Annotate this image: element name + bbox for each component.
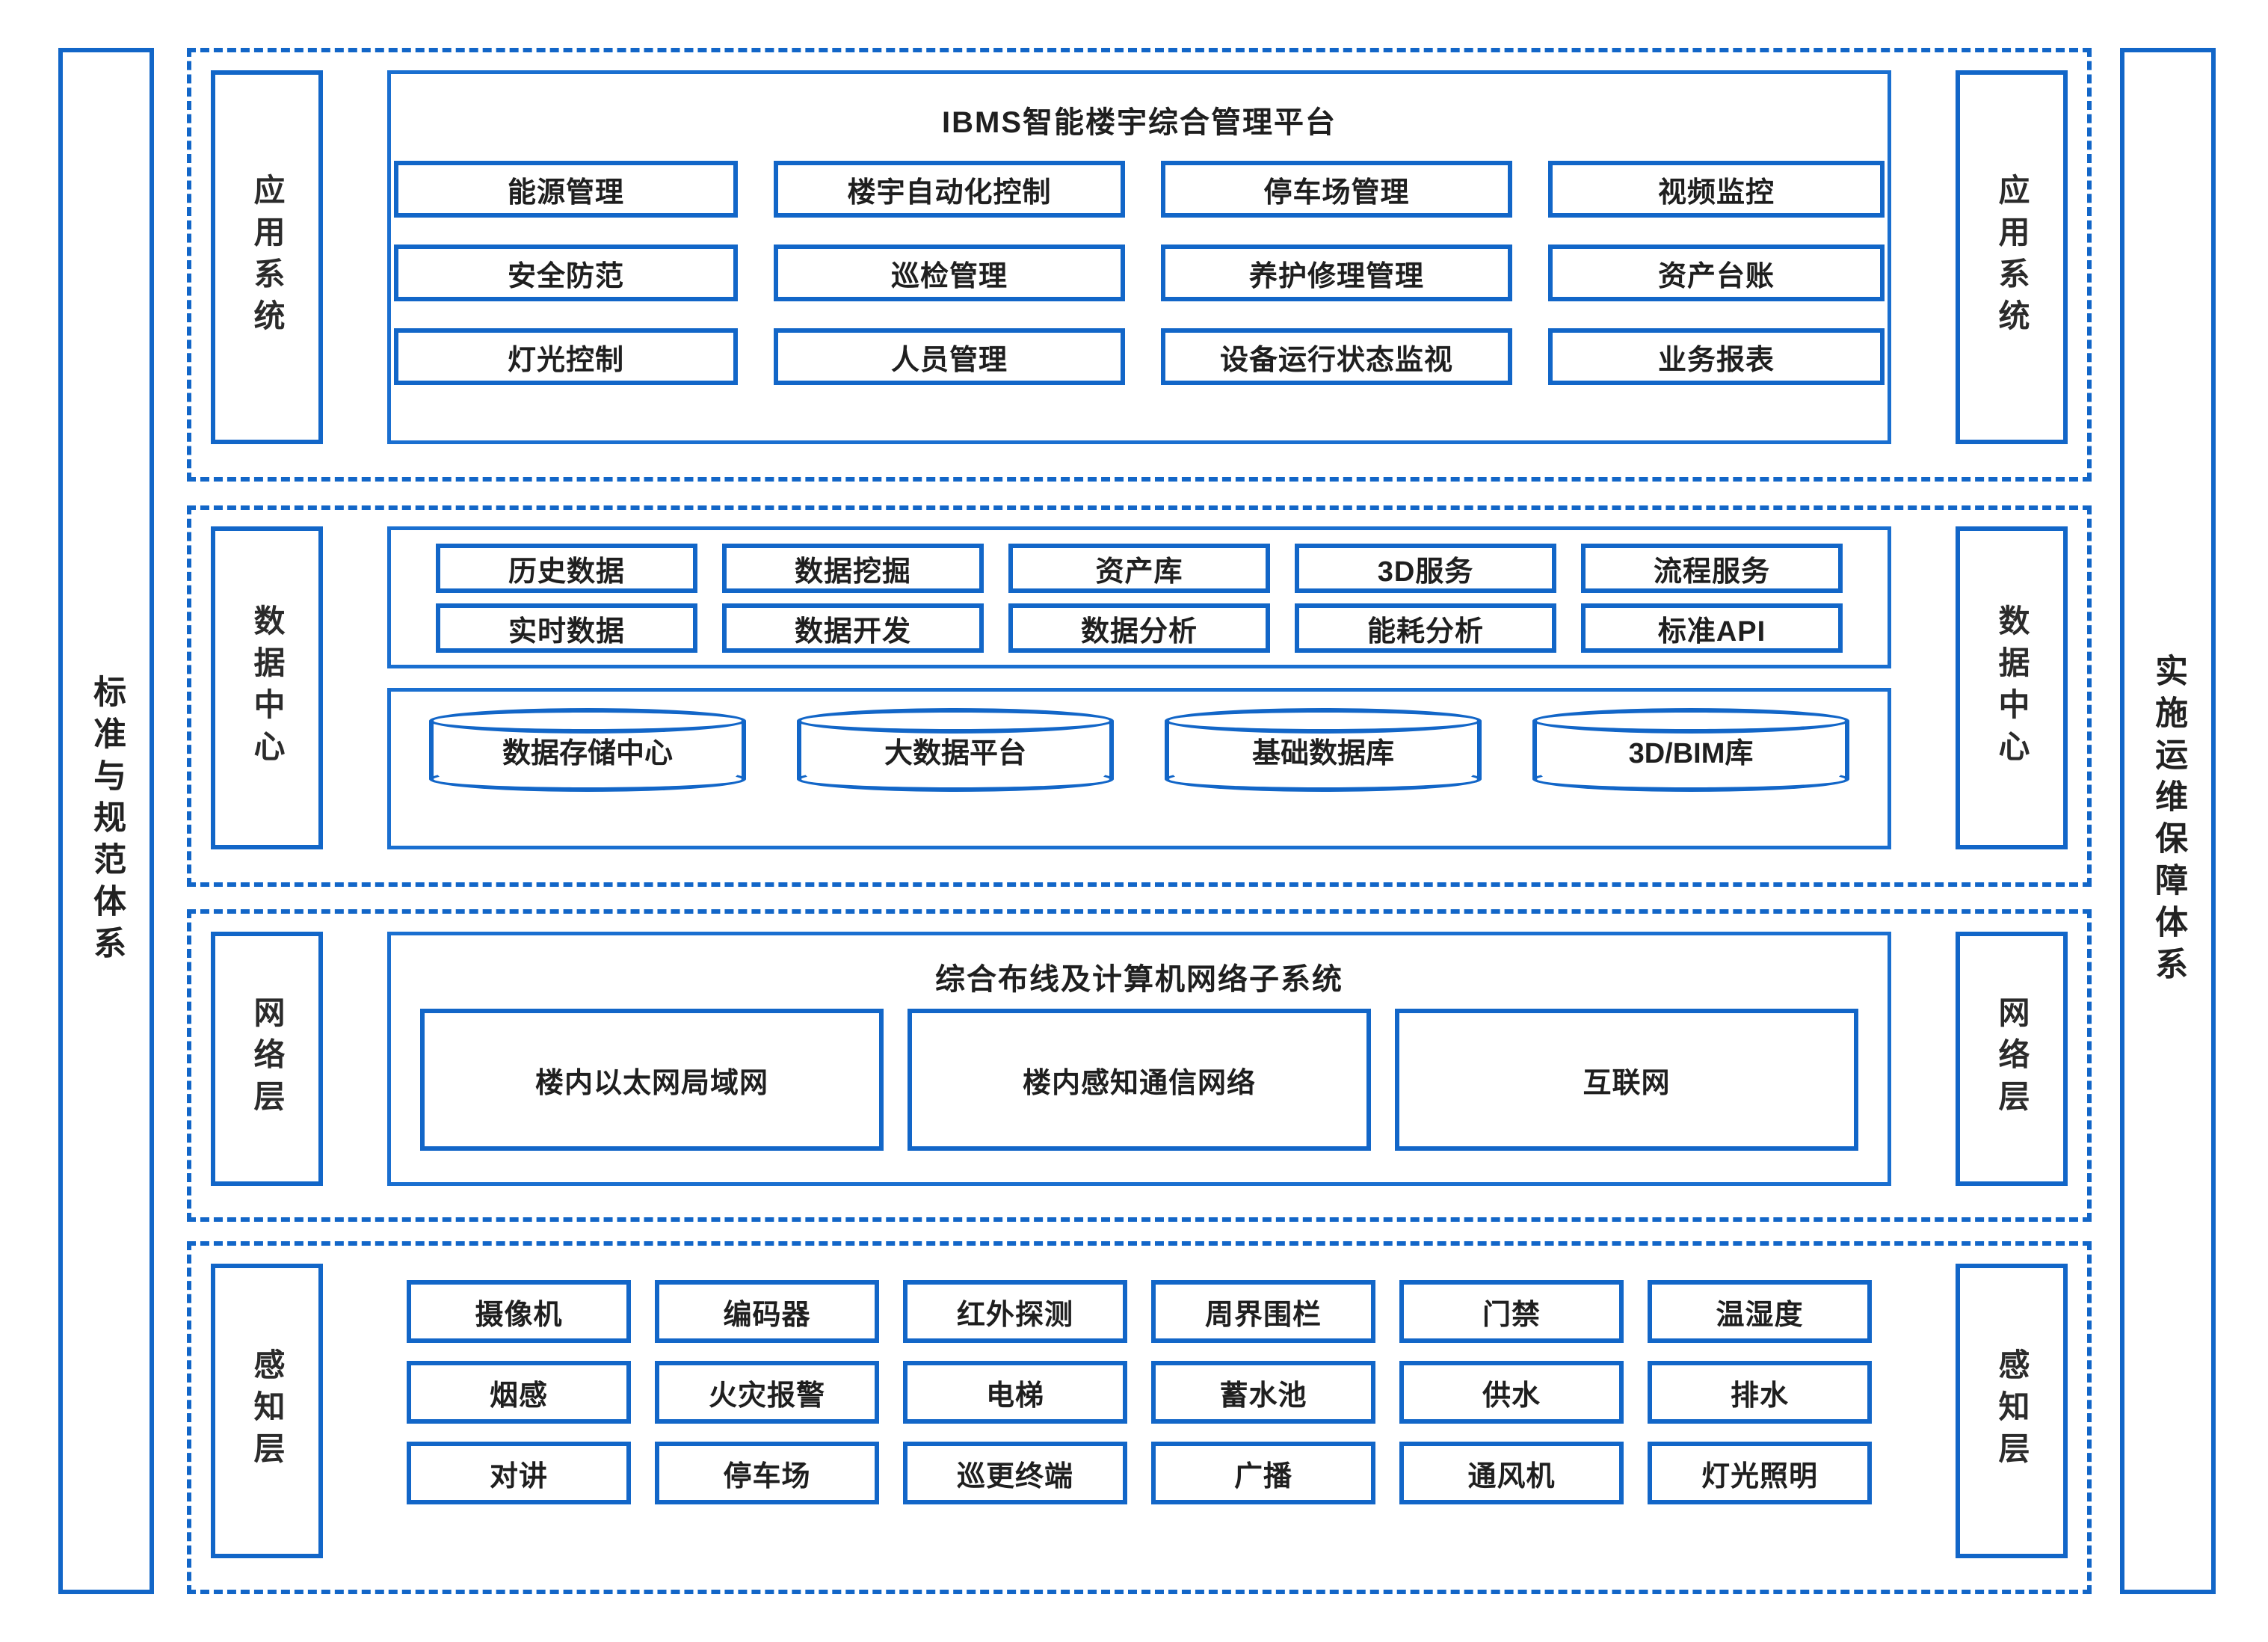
network-subsystem-title: 综合布线及计算机网络子系统 xyxy=(935,963,1343,996)
app-module-security-protection[interactable]: 安全防范 xyxy=(394,245,738,301)
perception-device-access-control[interactable]: 门禁 xyxy=(1399,1280,1624,1343)
layer-tag-perception-left: 感知层 xyxy=(211,1264,323,1558)
data-service-data-mining[interactable]: 数据挖掘 xyxy=(722,544,984,593)
layer-tag-application-left-label: 应用系统 xyxy=(250,173,286,341)
panel-data-services: 历史数据 数据挖掘 资产库 3D服务 流程服务 实时数据 数据开发 数据分析 能… xyxy=(387,526,1891,668)
panel-ibms-platform: IBMS智能楼宇综合管理平台 能源管理 楼宇自动化控制 停车场管理 视频监控 安… xyxy=(387,70,1891,444)
perception-device-encoder[interactable]: 编码器 xyxy=(655,1280,879,1343)
perception-device-drainage[interactable]: 排水 xyxy=(1648,1361,1872,1424)
app-module-maintenance-repair[interactable]: 养护修理管理 xyxy=(1161,245,1512,301)
layer-tag-application-right-label: 应用系统 xyxy=(1994,173,2030,341)
layer-application: 应用系统 应用系统 IBMS智能楼宇综合管理平台 能源管理 楼宇自动化控制 停车… xyxy=(187,48,2092,482)
database-data-storage-center[interactable]: 数据存储中心 xyxy=(429,708,746,792)
pillar-operations-right: 实施运维保障体系 xyxy=(2120,48,2216,1594)
layer-tag-perception-left-label: 感知层 xyxy=(250,1348,286,1474)
network-item-internet[interactable]: 互联网 xyxy=(1395,1009,1858,1151)
perception-device-temperature-humidity[interactable]: 温湿度 xyxy=(1648,1280,1872,1343)
cylinder-bottom-ellipse xyxy=(429,766,746,792)
app-module-asset-ledger[interactable]: 资产台账 xyxy=(1548,245,1885,301)
database-label: 基础数据库 xyxy=(1251,737,1394,769)
data-service-historical-data[interactable]: 历史数据 xyxy=(436,544,697,593)
cylinder-bottom-ellipse xyxy=(797,766,1114,792)
pillar-standards-label: 标准与规范体系 xyxy=(88,674,126,968)
perception-device-elevator[interactable]: 电梯 xyxy=(903,1361,1127,1424)
layer-tag-perception-right-label: 感知层 xyxy=(1994,1348,2030,1474)
app-module-personnel-management[interactable]: 人员管理 xyxy=(774,328,1125,385)
layer-data-center: 数据中心 数据中心 历史数据 数据挖掘 资产库 3D服务 流程服务 实时数据 数… xyxy=(187,505,2092,887)
layer-tag-data-center-left: 数据中心 xyxy=(211,526,323,849)
panel-data-repositories: 数据存储中心 大数据平台 基础数据库 xyxy=(387,688,1891,849)
database-label: 3D/BIM库 xyxy=(1628,737,1754,769)
app-module-video-surveillance[interactable]: 视频监控 xyxy=(1548,161,1885,218)
perception-device-fire-alarm[interactable]: 火灾报警 xyxy=(655,1361,879,1424)
database-3d-bim-library[interactable]: 3D/BIM库 xyxy=(1532,708,1849,792)
layer-tag-data-center-right-label: 数据中心 xyxy=(1994,604,2030,772)
panel-perception-devices: 摄像机 编码器 红外探测 周界围栏 门禁 温湿度 烟感 火灾报警 电梯 蓄水池 … xyxy=(387,1264,1891,1558)
database-big-data-platform[interactable]: 大数据平台 xyxy=(797,708,1114,792)
perception-device-perimeter-fence[interactable]: 周界围栏 xyxy=(1151,1280,1375,1343)
layer-tag-network-right: 网络层 xyxy=(1956,932,2068,1186)
data-service-process-service[interactable]: 流程服务 xyxy=(1581,544,1843,593)
data-service-data-development[interactable]: 数据开发 xyxy=(722,603,984,653)
data-service-standard-api[interactable]: 标准API xyxy=(1581,603,1843,653)
app-module-business-reports[interactable]: 业务报表 xyxy=(1548,328,1885,385)
perception-device-infrared-detection[interactable]: 红外探测 xyxy=(903,1280,1127,1343)
panel-network-subsystem: 综合布线及计算机网络子系统 楼内以太网局域网 楼内感知通信网络 互联网 xyxy=(387,932,1891,1186)
perception-device-lighting[interactable]: 灯光照明 xyxy=(1648,1442,1872,1504)
ibms-platform-title: IBMS智能楼宇综合管理平台 xyxy=(942,106,1337,139)
layer-tag-data-center-right: 数据中心 xyxy=(1956,526,2068,849)
database-basic-database[interactable]: 基础数据库 xyxy=(1165,708,1482,792)
cylinder-top-ellipse xyxy=(797,708,1114,734)
perception-device-intercom[interactable]: 对讲 xyxy=(407,1442,631,1504)
layer-tag-network-right-label: 网络层 xyxy=(1994,996,2030,1122)
layer-tag-data-center-left-label: 数据中心 xyxy=(250,604,286,772)
database-cylinder-row: 数据存储中心 大数据平台 基础数据库 xyxy=(391,692,1888,805)
app-module-lighting-control[interactable]: 灯光控制 xyxy=(394,328,738,385)
data-service-data-analysis[interactable]: 数据分析 xyxy=(1008,603,1270,653)
application-modules-grid: 能源管理 楼宇自动化控制 停车场管理 视频监控 安全防范 巡检管理 养护修理管理… xyxy=(391,141,1888,385)
perception-device-parking-lot[interactable]: 停车场 xyxy=(655,1442,879,1504)
cylinder-top-ellipse xyxy=(1165,708,1482,734)
layer-tag-network-left: 网络层 xyxy=(211,932,323,1186)
pillar-operations-label: 实施运维保障体系 xyxy=(2150,654,2187,988)
cylinder-top-ellipse xyxy=(1532,708,1849,734)
app-module-inspection-management[interactable]: 巡检管理 xyxy=(774,245,1125,301)
layer-tag-network-left-label: 网络层 xyxy=(250,996,286,1122)
app-module-parking-management[interactable]: 停车场管理 xyxy=(1161,161,1512,218)
layer-tag-application-left: 应用系统 xyxy=(211,70,323,444)
layer-tag-perception-right: 感知层 xyxy=(1956,1264,2068,1558)
network-item-building-ethernet-lan[interactable]: 楼内以太网局域网 xyxy=(420,1009,884,1151)
database-label: 数据存储中心 xyxy=(502,737,673,769)
app-module-equipment-status-monitoring[interactable]: 设备运行状态监视 xyxy=(1161,328,1512,385)
perception-device-patrol-terminal[interactable]: 巡更终端 xyxy=(903,1442,1127,1504)
layer-perception: 感知层 感知层 摄像机 编码器 红外探测 周界围栏 门禁 温湿度 烟感 火灾报警… xyxy=(187,1241,2092,1594)
data-service-asset-repository[interactable]: 资产库 xyxy=(1008,544,1270,593)
pillar-standards-left: 标准与规范体系 xyxy=(58,48,154,1594)
cylinder-top-ellipse xyxy=(429,708,746,734)
network-item-building-sensing-network[interactable]: 楼内感知通信网络 xyxy=(907,1009,1371,1151)
layer-network: 网络层 网络层 综合布线及计算机网络子系统 楼内以太网局域网 楼内感知通信网络 … xyxy=(187,909,2092,1222)
data-service-energy-analysis[interactable]: 能耗分析 xyxy=(1295,603,1556,653)
perception-device-water-supply[interactable]: 供水 xyxy=(1399,1361,1624,1424)
perception-device-broadcast[interactable]: 广播 xyxy=(1151,1442,1375,1504)
app-module-energy-management[interactable]: 能源管理 xyxy=(394,161,738,218)
app-module-building-automation[interactable]: 楼宇自动化控制 xyxy=(774,161,1125,218)
network-items-row: 楼内以太网局域网 楼内感知通信网络 互联网 xyxy=(391,998,1888,1151)
data-service-realtime-data[interactable]: 实时数据 xyxy=(436,603,697,653)
data-services-grid: 历史数据 数据挖掘 资产库 3D服务 流程服务 实时数据 数据开发 数据分析 能… xyxy=(391,530,1888,666)
perception-device-water-reservoir[interactable]: 蓄水池 xyxy=(1151,1361,1375,1424)
cylinder-bottom-ellipse xyxy=(1165,766,1482,792)
perception-device-camera[interactable]: 摄像机 xyxy=(407,1280,631,1343)
cylinder-bottom-ellipse xyxy=(1532,766,1849,792)
perception-devices-grid: 摄像机 编码器 红外探测 周界围栏 门禁 温湿度 烟感 火灾报警 电梯 蓄水池 … xyxy=(387,1264,1891,1504)
data-service-3d-service[interactable]: 3D服务 xyxy=(1295,544,1556,593)
perception-device-ventilation-fan[interactable]: 通风机 xyxy=(1399,1442,1624,1504)
database-label: 大数据平台 xyxy=(884,737,1026,769)
perception-device-smoke-detector[interactable]: 烟感 xyxy=(407,1361,631,1424)
layer-tag-application-right: 应用系统 xyxy=(1956,70,2068,444)
